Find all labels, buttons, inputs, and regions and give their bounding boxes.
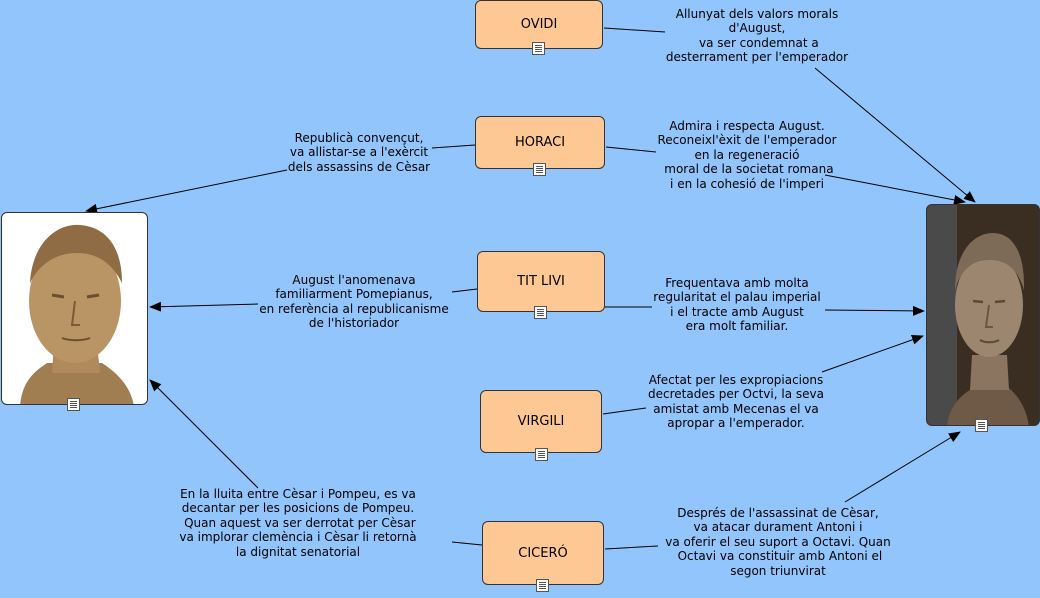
cesar-document-icon[interactable] [67, 398, 80, 411]
node-titlivi-title: TIT LIVI [517, 274, 565, 289]
label-titlivi-cesar: August l'anomenava familiarment Pomepian… [259, 273, 449, 331]
titlivi-document-icon[interactable] [534, 306, 547, 319]
link-ciceron-to-cesar-label [451, 541, 483, 546]
ovidi-document-icon[interactable] [532, 42, 545, 55]
link-horaci-to-cesar-label [431, 144, 476, 149]
link-ovidi-to-label [603, 27, 666, 33]
label-ciceron-august: Després de l'assassinat de Cèsar, va ata… [665, 506, 891, 578]
label-titlivi-august: Frequentava amb molta regularitat el pal… [653, 276, 821, 334]
link-titlivi-to-cesar [149, 301, 259, 312]
link-titlivi-to-august [824, 305, 925, 316]
node-ovidi-title: OVIDI [520, 17, 558, 32]
label-ciceron-cesar: En la lluita entre Cèsar i Pompeu, es va… [179, 487, 417, 559]
link-horaci-to-august-label [605, 146, 657, 153]
link-virgili-to-label [602, 407, 647, 415]
label-horaci-august: Admira i respecta August. Reconeixl'èxit… [657, 119, 837, 191]
node-virgili[interactable]: VIRGILI [480, 390, 602, 453]
node-horaci-title: HORACI [514, 135, 566, 150]
node-virgili-title: VIRGILI [517, 414, 565, 429]
link-ciceron-to-cesar [149, 379, 259, 489]
label-virgili-august: Afectat per les expropiacions decretades… [648, 373, 824, 431]
link-ovidi-to-august [814, 67, 976, 203]
link-virgili-to-august [821, 334, 924, 373]
node-ciceron[interactable]: CICERÓ [482, 521, 604, 585]
node-titlivi[interactable]: TIT LIVI [477, 251, 605, 312]
node-ovidi[interactable]: OVIDI [475, 0, 603, 49]
horaci-document-icon[interactable] [533, 163, 546, 176]
link-ciceron-to-august [844, 431, 961, 503]
node-horaci[interactable]: HORACI [475, 116, 605, 169]
link-horaci-to-cesar [85, 169, 288, 214]
august-document-icon[interactable] [975, 419, 988, 432]
label-horaci-cesar: Republicà convençut, va allistar-se a l'… [287, 131, 431, 174]
link-ciceron-to-august-label [604, 545, 659, 550]
august-portrait[interactable] [926, 204, 1040, 426]
virgili-document-icon[interactable] [535, 448, 548, 461]
node-ciceron-title: CICERÓ [518, 545, 568, 561]
ciceron-document-icon[interactable] [536, 579, 549, 592]
august-bust-image [927, 205, 1039, 425]
label-ovidi-august: Allunyat dels valors morals d'August, va… [665, 7, 849, 65]
cesar-bust-image [20, 224, 134, 404]
link-horaci-to-august [824, 174, 966, 205]
link-titlivi-to-cesar-label [451, 288, 478, 293]
cesar-portrait[interactable] [1, 212, 148, 405]
